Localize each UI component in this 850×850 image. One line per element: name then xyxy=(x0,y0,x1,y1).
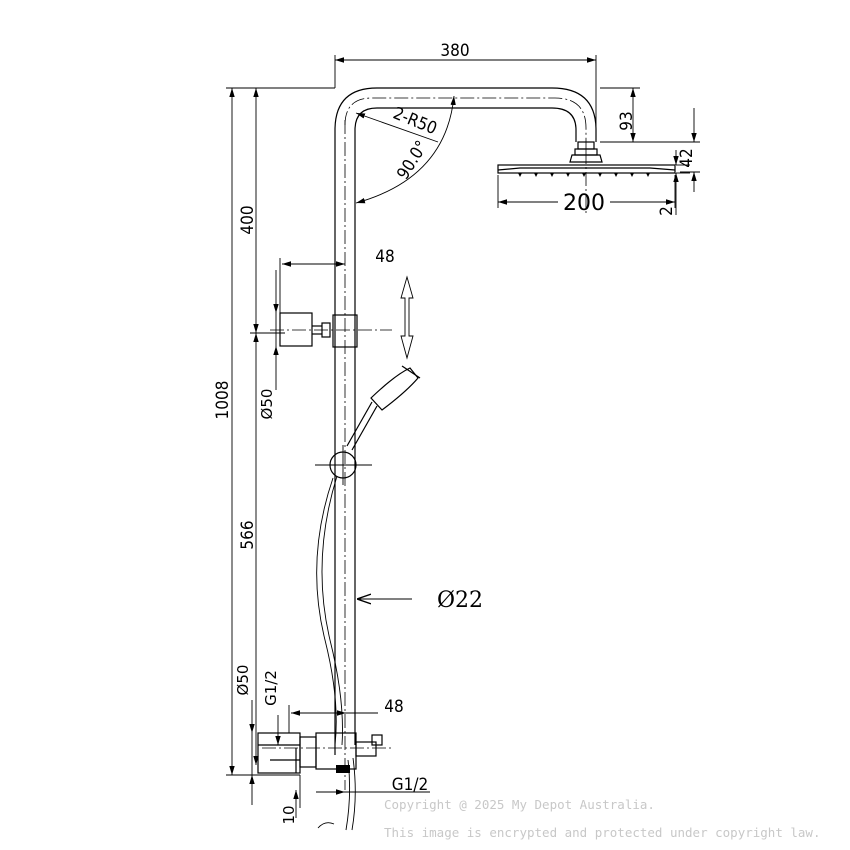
dimension-head-drop: 93 xyxy=(600,87,640,143)
dim-label-200: 200 xyxy=(563,191,605,216)
dim-label-566: 566 xyxy=(238,520,258,549)
dimension-lower-height: 566 xyxy=(238,333,259,765)
wall-bracket xyxy=(315,445,372,485)
dim-label-1008: 1008 xyxy=(213,381,233,420)
dimension-bend: 2-R50 90.0° xyxy=(355,95,456,204)
dim-label-inlet-thread: G1/2 xyxy=(262,670,280,706)
spray-nozzles xyxy=(518,173,650,177)
dim-label-42: 42 xyxy=(677,148,697,167)
dim-label-base-gap: 10 xyxy=(280,805,298,824)
dim-label-380: 380 xyxy=(440,41,469,61)
slider-bracket: 48 Ø50 xyxy=(258,247,414,420)
dim-label-bend-angle: 90.0° xyxy=(393,137,432,183)
dim-label-400: 400 xyxy=(238,205,258,234)
riser-rail xyxy=(334,87,597,790)
dimension-head-thickness: 42 xyxy=(600,108,700,192)
dimension-upper-height: 400 xyxy=(238,88,285,334)
slide-direction-arrow xyxy=(400,275,414,360)
copyright-watermark: Copyright @ 2025 My Depot Australia. xyxy=(384,797,655,812)
dim-label-48-lower: 48 xyxy=(384,697,403,717)
dimension-pipe-diameter: Ø22 xyxy=(357,588,483,613)
dimension-head-edge: 2 xyxy=(657,150,690,216)
dim-label-base-diameter: Ø50 xyxy=(234,665,252,696)
protection-watermark: This image is encrypted and protected un… xyxy=(384,825,821,840)
overhead-shower-head xyxy=(497,141,676,215)
hand-shower xyxy=(346,365,421,451)
dimension-overall-height: 1008 xyxy=(213,87,335,776)
dim-label-2: 2 xyxy=(657,206,677,216)
flexible-hose xyxy=(316,475,356,831)
dimension-head-diameter: 200 xyxy=(497,175,676,216)
dim-label-pipe-diameter: Ø22 xyxy=(437,588,483,613)
dim-label-outlet-thread: G1/2 xyxy=(392,775,428,795)
mixer-assembly: 48 G1/2 Ø50 G1/2 10 xyxy=(234,665,430,829)
dimension-top-width: 380 xyxy=(334,41,597,142)
dim-label-holder-diameter: Ø50 xyxy=(258,389,276,420)
dim-label-93: 93 xyxy=(617,111,637,130)
dim-label-48-upper: 48 xyxy=(375,247,394,267)
